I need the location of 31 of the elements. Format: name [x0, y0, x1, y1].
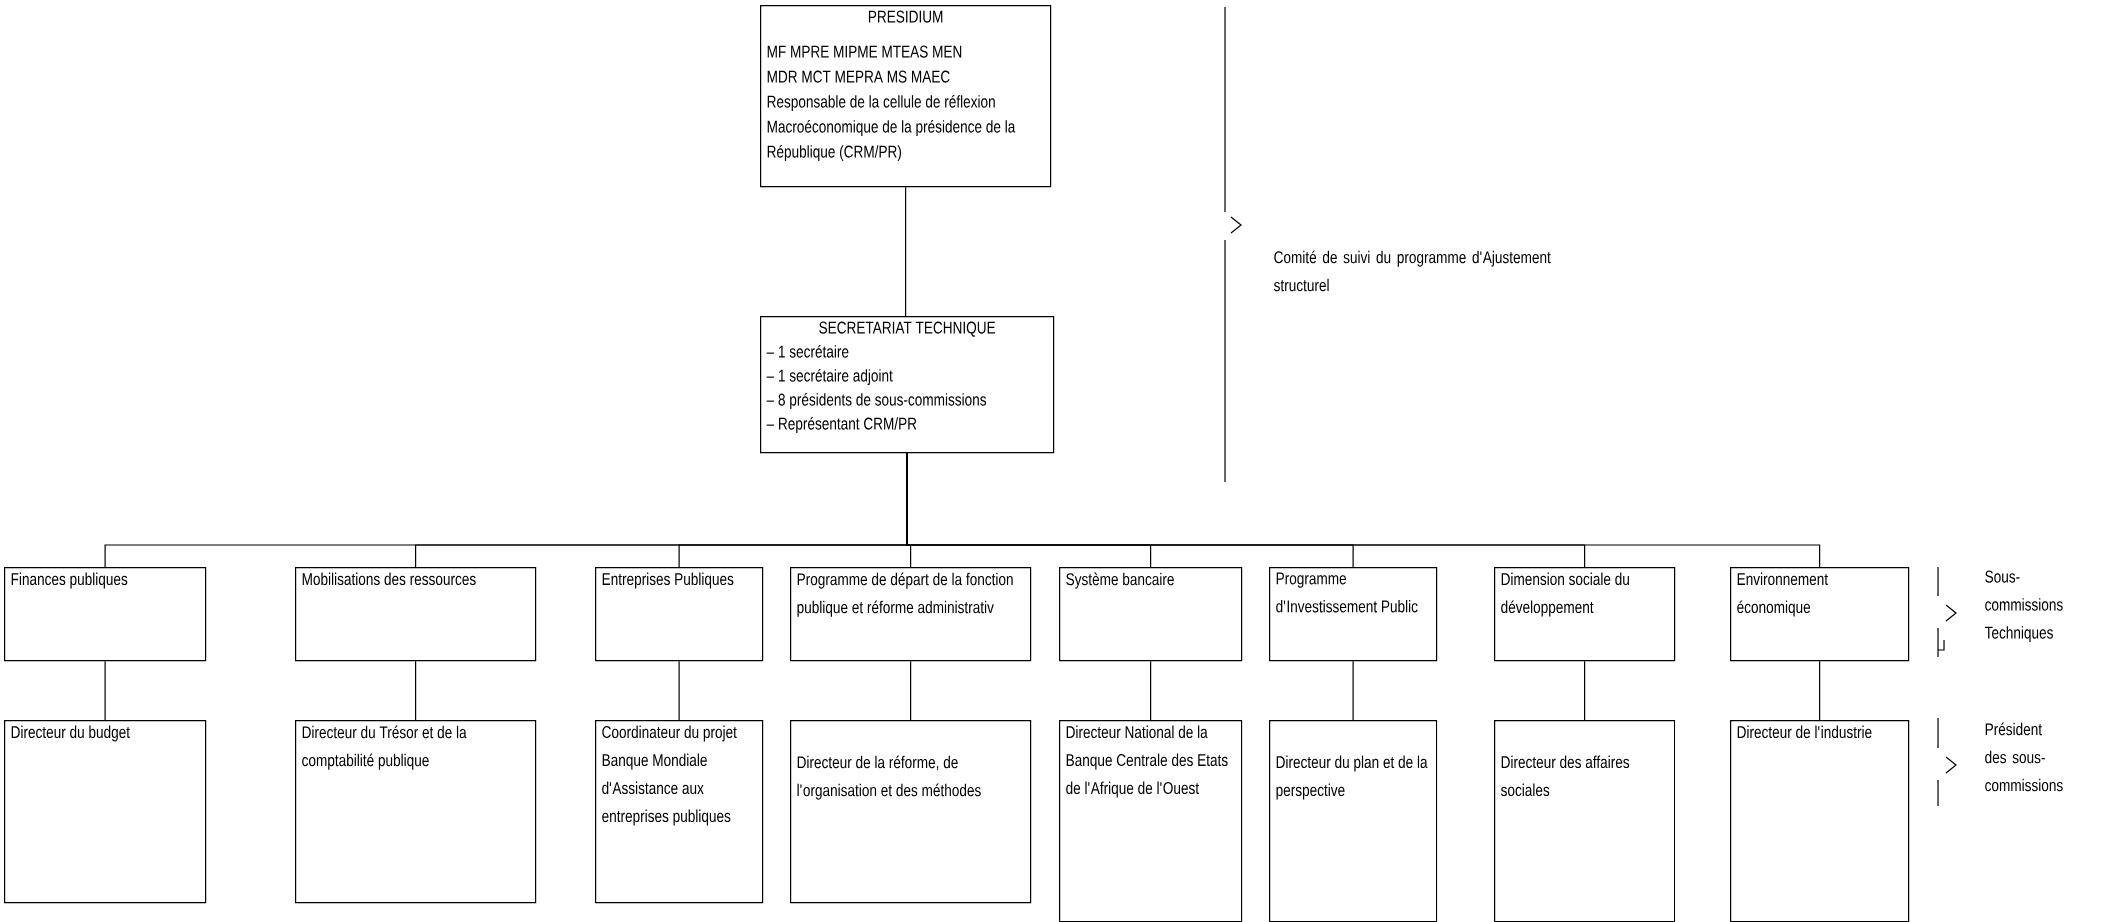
director-box: Directeur des affaires sociales [1494, 720, 1676, 922]
connector [906, 452, 1821, 568]
connector [1150, 660, 1152, 721]
committee-label: Comité de suivi du programme d'Ajustement structurel [1274, 250, 1551, 292]
group-label: Sous-commissions Techniques [1984, 570, 2063, 642]
connector [1584, 660, 1586, 721]
connector [1819, 660, 1821, 721]
director-box: Coordinateur du projet Banque Mondiale d'Assistance aux entreprises publiques [595, 720, 764, 904]
director-box: Directeur du plan et de la perspective [1269, 720, 1438, 922]
director-box: Directeur de l'industrie [1730, 720, 1910, 922]
director-box: Directeur de la réforme, de l'organisation et des méthodes [790, 720, 1032, 904]
secretariat-box: SECRETARIAT TECHNIQUE – 1 secrétaire – 1 secrétaire adjoint – 8 présidents de sous-commissions – Représentant CRM/PR [760, 316, 1055, 454]
connector [1352, 660, 1354, 721]
commission-box: Entreprises Publiques [595, 567, 764, 662]
commission-box: Dimension sociale du développement [1494, 567, 1676, 662]
commission-box: Environnement économique [1730, 567, 1910, 662]
connector [678, 660, 680, 721]
connector [910, 660, 912, 721]
connector [415, 660, 417, 721]
presidium-box: PRESIDIUM MF MPRE MIPME MTEAS MEN MDR MCT MEPRA MS MAEC Responsable de la cellule de réflexion Macroéconomique de la présidence de la République (CRM/PR) [760, 5, 1052, 188]
commission-box: Système bancaire [1059, 567, 1243, 662]
director-box: Directeur National de la Banque Centrale des Etats de l'Afrique de l'Ouest [1059, 720, 1243, 922]
director-box: Directeur du Trésor et de la comptabilité publique [295, 720, 537, 904]
connector [104, 660, 106, 721]
group-label: Président des sous-commissions [1985, 722, 2063, 792]
director-box: Directeur du budget [4, 720, 207, 904]
commission-box: Mobilisations des ressources [295, 567, 537, 662]
commission-box: Programme d'Investissement Public [1269, 567, 1438, 662]
connector [905, 186, 907, 317]
commission-box: Finances publiques [4, 567, 207, 662]
commission-box: Programme de départ de la fonction publique et réforme administrativ [790, 567, 1032, 662]
